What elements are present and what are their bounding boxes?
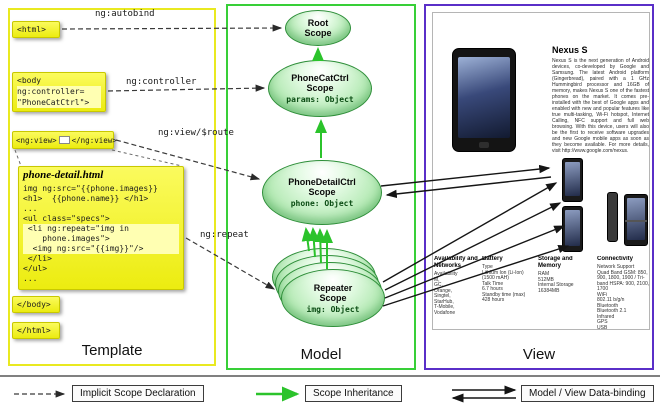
body-close-tag: </body> [12,296,60,313]
ng-view-tag: <ng:view> </ng:view> [12,131,117,149]
body-open-tag: <body ng:controller= "PhoneCatCtrl"> [12,72,106,112]
scope-name: Root [307,18,329,28]
scope-binding: params: Object [286,95,354,104]
thumbnail-screen [565,162,580,196]
body-controller-line: ng:controller= [17,86,101,97]
code-line-ng-repeat: <li ng:repeat="img in [23,224,179,234]
phone-detail-filename: phone-detail.html [23,169,104,181]
view-placeholder-icon [58,136,70,144]
product-title: Nexus S [552,45,588,55]
phone-home-button [479,142,489,148]
scope-name: Scope [308,187,336,197]
ng-view-close: </ng:view> [71,135,117,145]
spec-item: Network Support [597,264,635,270]
view-column-label: View [522,346,556,363]
spec-header: Connectivity [597,256,634,262]
spec-item: Vodafone [434,309,456,316]
ng-autobind-label: ng:autobind [95,9,155,19]
spec-header: Battery [482,256,503,262]
spec-header: Storage and Memory [538,256,573,269]
template-column-label: Template [81,342,143,359]
nexus-s-main-image [452,48,516,152]
spec-item: 428 hours [482,297,505,303]
code-line-img: <img ng:src="{{img}}"/> [23,244,179,254]
spec-item: Quad Band GSM: 850, 900, 1800, 1900 / Tr… [597,269,650,292]
phone-thumbnail [562,158,583,202]
phone-thumbnail [562,206,583,252]
product-description: Nexus S is the next generation of Androi… [552,58,649,154]
phonedetailctrl-scope: PhoneDetailCtrl Scope phone: Object [262,160,382,225]
code-line: ... [23,204,38,213]
scope-name: Scope [319,292,347,303]
html-close-tag: </html> [12,322,60,339]
scope-name: PhoneCatCtrl [291,73,349,83]
code-line: img ng:src="{{phone.images}} [23,184,158,193]
legend-divider [0,375,660,377]
scope-binding: img: Object [306,304,360,314]
root-scope: Root Scope [285,10,351,46]
code-line: ... [23,274,38,283]
scope-name: Scope [306,83,334,93]
spec-item: Bluetooth [597,302,619,309]
spec-item: 802.11 b/g/n [597,297,625,303]
code-line: <ul class="specs"> [23,214,110,223]
ng-repeat-label: ng:repeat [200,230,249,240]
spec-item: Lithium Ion (Li-Ion) (1500 mAH) [482,269,524,281]
ng-view-route-label: ng:view/$route [158,128,234,138]
code-line: </li> [23,254,52,263]
html-open-tag: <html> [12,21,60,38]
spec-item: 16384MB [538,287,560,294]
spec-item: USB [597,324,608,331]
code-line-ng-repeat: phone.images"> [23,234,179,244]
scope-name: PhoneDetailCtrl [288,177,356,187]
phone-thumbnail-side [607,192,618,242]
body-controller-value-line: "PhoneCatCtrl"> [17,97,101,108]
body-open-line: <body [17,76,42,85]
spec-header: Availability and Networks [434,256,478,269]
spec-item: WiFi [597,291,607,298]
spec-item: Bluetooth 2.1 [597,308,627,314]
thumbnail-screen [565,210,580,246]
scope-binding: phone: Object [290,199,354,208]
phone-thumbnail-open [624,194,648,246]
ng-controller-label: ng:controller [126,77,197,87]
legend-data-binding: Model / View Data-binding [521,385,654,402]
scope-name: Scope [304,28,332,38]
thumbnail-screen [627,198,645,240]
code-line: <h1> {{phone.name}} </h1> [23,194,149,203]
phone-detail-template-box: phone-detail.html img ng:src="{{phone.im… [18,166,184,290]
repeater-scope: Repeater Scope img: Object [281,269,385,327]
legend-implicit-scope: Implicit Scope Declaration [72,385,204,402]
code-line: </ul> [23,264,48,273]
spec-item: GPS [597,319,608,325]
spec-item: Infrared [597,313,615,320]
spec-item: T-Mobile, [434,304,455,310]
legend-scope-inheritance: Scope Inheritance [305,385,402,402]
phonecatctrl-scope: PhoneCatCtrl Scope params: Object [268,60,372,117]
phone-screen [458,57,510,138]
phone-hinge [625,220,647,222]
scope-name: Repeater [313,282,353,293]
ng-view-open: <ng:view> [16,135,57,145]
model-column-label: Model [300,346,342,363]
